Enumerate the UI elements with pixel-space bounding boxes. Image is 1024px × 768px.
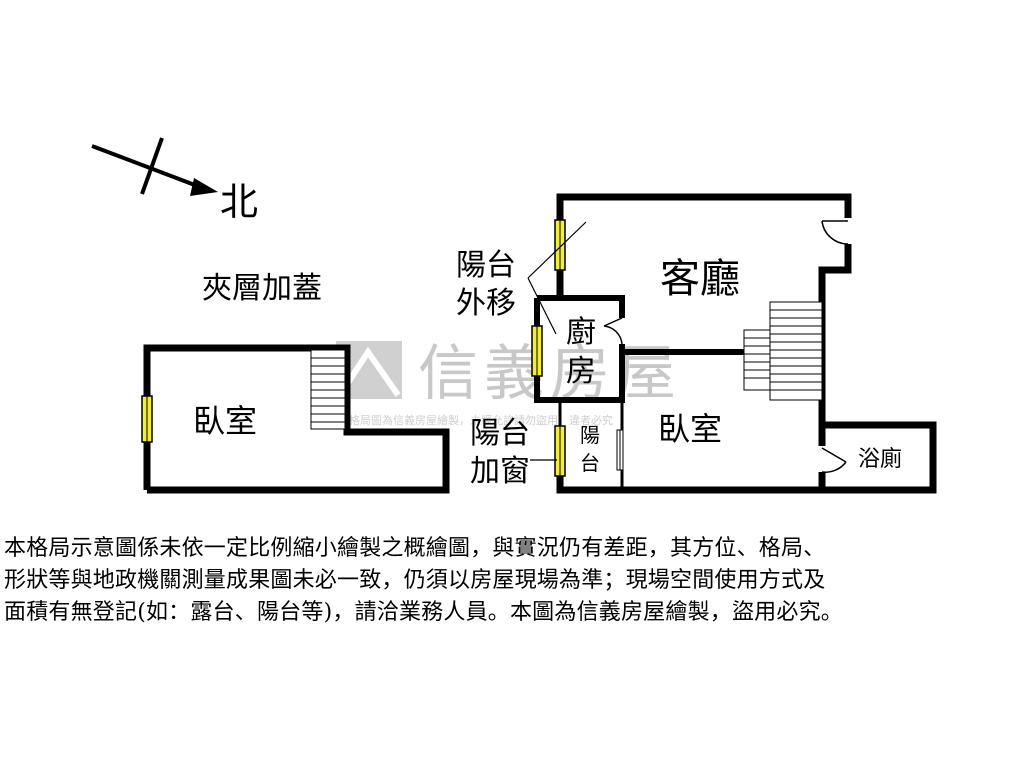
disclaimer: 本格局示意圖係未依一定比例縮小繪製之概繪圖，與實況仍有差距，其方位、格局、 形狀…	[4, 533, 1020, 629]
watermark-fine-print: 本格局圖為信義房屋繪製，未經允許請勿盜用，違者必究	[338, 413, 613, 427]
mezzanine-unit: 夾層加蓋 臥室	[141, 271, 450, 494]
bathroom-door	[818, 446, 847, 473]
main-unit: 客廳 廚 房 臥室 浴廁 陽 台 陽台 外移 陽台 加窗	[456, 193, 937, 494]
mezzanine-walls	[143, 344, 450, 494]
balcony-moved-leader	[527, 221, 587, 279]
balcony-label-1: 陽	[580, 423, 600, 447]
balcony-window-label-1: 陽台	[470, 416, 530, 451]
balcony-window	[554, 425, 566, 477]
balcony-moved-leader-2	[527, 277, 557, 335]
main-stairs	[743, 301, 823, 401]
kitchen-label-2: 房	[566, 354, 596, 389]
living-window	[554, 219, 566, 271]
left-window	[141, 395, 153, 443]
disclaimer-line-3: 面積有無登記(如：露台、陽台等)，請洽業務人員。本圖為信義房屋繪製，盜用必究。	[4, 600, 843, 625]
balcony-moved-label-1: 陽台	[456, 248, 516, 283]
compass-cross-line	[140, 137, 164, 195]
floor-plan: 北 信義房屋 本格局圖為信義房屋繪製，未經允許請勿盜用，違者必究 夾層加蓋 臥室	[91, 137, 937, 494]
balcony-sliding-door	[616, 429, 624, 471]
north-label: 北	[220, 180, 258, 224]
mezzanine-stairs	[310, 349, 346, 430]
compass: 北	[91, 137, 258, 224]
mezzanine-title: 夾層加蓋	[202, 271, 322, 306]
kitchen-door	[603, 317, 626, 345]
balcony-window-label-2: 加窗	[470, 454, 530, 489]
left-bedroom-label: 臥室	[193, 402, 257, 440]
bathroom-label: 浴廁	[858, 447, 902, 472]
disclaimer-line-2: 形狀等與地政機關測量成果圖未必一致，仍須以房屋現場為準；現場空間使用方式及	[4, 568, 826, 593]
compass-arrow-head	[190, 178, 218, 196]
kitchen-window	[531, 325, 543, 377]
living-room-label: 客廳	[660, 256, 740, 302]
living-entry-door	[821, 218, 852, 245]
disclaimer-line-1: 本格局示意圖係未依一定比例縮小繪製之概繪圖，與實況仍有差距，其方位、格局、	[4, 536, 826, 561]
balcony-label-2: 台	[580, 451, 600, 475]
compass-arrow-shaft	[91, 144, 201, 189]
balcony-moved-label-2: 外移	[456, 286, 516, 321]
right-bedroom-label: 臥室	[658, 410, 722, 448]
kitchen-label-1: 廚	[566, 315, 596, 350]
